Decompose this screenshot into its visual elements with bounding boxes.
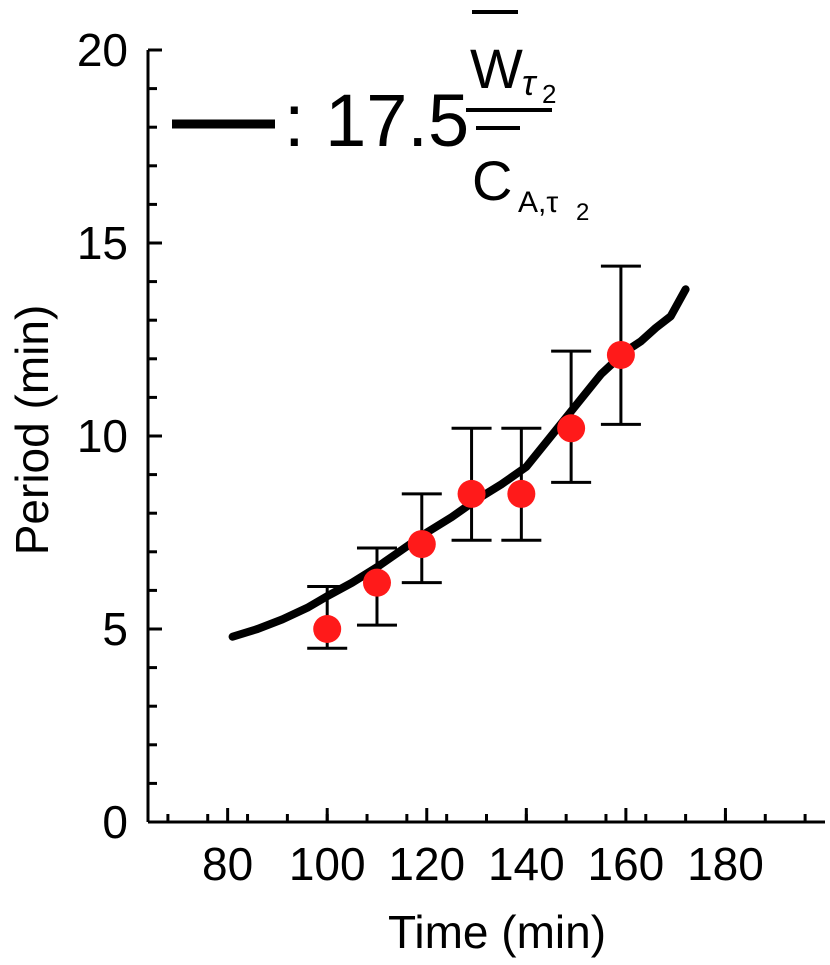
legend-numerator-subscript: τ [522,62,538,103]
y-tick-label: 20 [77,24,128,76]
x-tick-label: 120 [388,838,465,890]
data-point [606,340,635,369]
legend-denominator-subscript: A,τ [518,186,558,219]
legend: : 17.5 W τ 2 C A,τ 2 [172,10,589,226]
data-point [557,414,586,443]
x-tick-label: 140 [488,838,565,890]
y-tick-label: 15 [77,217,128,269]
legend-prefix: : 17.5 [284,79,469,162]
data-point [507,479,536,508]
y-tick-label: 10 [77,410,128,462]
legend-numerator-subsubscript: 2 [542,79,556,109]
x-tick-label: 160 [588,838,665,890]
x-tick-label: 100 [289,838,366,890]
ticks [148,48,807,824]
legend-denominator-subsubscript: 2 [576,199,589,226]
legend-denominator-symbol: C [472,149,512,212]
y-tick-label: 5 [102,603,128,655]
x-tick-label: 180 [687,838,764,890]
y-tick-label: 0 [102,796,128,848]
data-point [407,530,436,559]
x-tick-label: 80 [202,838,253,890]
legend-numerator-symbol: W [470,37,523,100]
points-layer [313,340,635,643]
x-axis-title: Time (min) [388,906,606,958]
y-axis-title: Period (min) [6,305,58,556]
errorbar-layer [307,264,641,650]
data-point [362,568,391,597]
data-point [457,479,486,508]
data-point [313,615,342,643]
tick-labels: 0 5 10 15 20 80 100 120 140 160 180 [77,24,764,890]
